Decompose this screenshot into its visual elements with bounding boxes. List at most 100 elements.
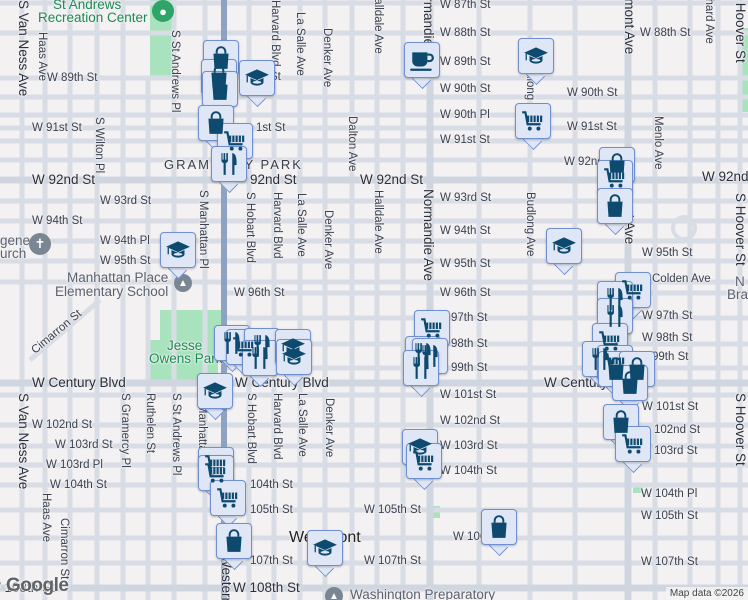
shopping-bag-icon <box>617 370 643 396</box>
marker-school[interactable] <box>546 228 582 276</box>
marker-box <box>198 455 234 491</box>
church-pin-icon[interactable]: ✝ <box>29 233 51 255</box>
street-label: W 96th St <box>234 287 285 299</box>
shopping-cart-icon <box>215 485 241 511</box>
marker-grocery[interactable] <box>615 272 651 320</box>
marker-school[interactable] <box>239 60 275 108</box>
street-label: Denker Ave <box>322 210 334 270</box>
street-label: W 95th St <box>440 258 491 270</box>
marker-box <box>597 281 633 317</box>
street-label: Budlong Ave <box>524 192 536 257</box>
marker-grocery[interactable] <box>597 160 633 208</box>
marker-box <box>403 350 439 386</box>
graduation-cap-icon <box>202 378 228 404</box>
marker-shopping[interactable] <box>598 351 634 399</box>
recreation-center-label: St Andrews <box>53 0 122 12</box>
marker-restaurant[interactable] <box>211 146 247 194</box>
street-label: 97th St <box>451 312 488 324</box>
street-label: Haas Ave <box>36 32 48 82</box>
shopping-bag-icon <box>603 356 629 382</box>
marker-box <box>406 443 442 479</box>
map-attribution[interactable]: Map data ©2026 <box>665 587 748 600</box>
street-label: W 94th St <box>440 225 491 237</box>
street-label: W 104th St <box>440 465 497 477</box>
park-label: Owens Park <box>149 351 223 366</box>
marker-school[interactable] <box>276 339 312 387</box>
marker-shopping[interactable] <box>203 40 239 88</box>
marker-box <box>160 232 196 268</box>
shopping-bag-icon <box>207 76 233 102</box>
marker-grocery[interactable] <box>210 480 246 528</box>
street-label: W 103rd Pl <box>46 459 103 471</box>
street-label: W 97th St <box>642 310 693 322</box>
marker-box <box>515 103 551 139</box>
street-label: Normandie Ave <box>421 189 436 282</box>
street-label: Dalton Ave <box>346 116 358 172</box>
street-label: 104th St <box>250 479 293 491</box>
marker-shopping[interactable] <box>198 105 234 153</box>
graduation-cap-icon <box>551 233 577 259</box>
marker-school[interactable] <box>275 329 311 377</box>
marker-school[interactable] <box>160 232 196 280</box>
marker-shopping[interactable] <box>481 509 517 557</box>
street-label: 105th St <box>250 504 293 516</box>
marker-restaurant[interactable] <box>403 350 439 398</box>
street-label: 103rd St <box>654 445 698 457</box>
marker-box <box>216 523 252 559</box>
marker-cafe[interactable] <box>404 42 440 90</box>
shopping-cart-icon <box>419 315 445 341</box>
street-label: Harvard Blvd <box>271 192 283 259</box>
street-label: W 96th St <box>440 287 491 299</box>
park-pin-icon[interactable]: ● <box>152 0 174 22</box>
marker-school[interactable] <box>197 373 233 421</box>
marker-box <box>239 60 275 96</box>
marker-box <box>242 340 278 376</box>
marker-box <box>203 40 239 76</box>
marker-grocery[interactable] <box>414 310 450 358</box>
marker-grocery[interactable] <box>515 103 551 151</box>
street-label: W 102nd St <box>32 419 93 431</box>
street-label: Haas Ave <box>40 493 52 543</box>
street-label: S Hoover St <box>733 393 748 466</box>
street-label: W 89th St <box>47 72 98 84</box>
street-label: La Salle Ave <box>296 393 308 457</box>
marker-restaurant[interactable] <box>597 298 633 346</box>
street-label: S Wilton Pl <box>93 117 105 174</box>
marker-shopping[interactable] <box>597 188 633 236</box>
marker-box <box>597 160 633 196</box>
school-pin-icon[interactable]: ▲ <box>325 587 343 600</box>
shopping-cart-icon <box>602 165 628 191</box>
marker-school[interactable] <box>518 38 554 86</box>
marker-box <box>211 146 247 182</box>
marker-shopping[interactable] <box>201 59 237 107</box>
street-label: W 92nd St <box>360 172 424 187</box>
marker-grocery[interactable] <box>615 426 651 474</box>
street-label: W 98th St <box>642 332 693 344</box>
recreation-center-label: Recreation Center <box>38 10 148 25</box>
marker-restaurant[interactable] <box>597 281 633 329</box>
street-label: W 94th St <box>32 215 83 227</box>
marker-restaurant[interactable] <box>242 340 278 388</box>
street-label: Denker Ave <box>323 398 335 458</box>
marker-shopping[interactable] <box>216 523 252 571</box>
marker-grocery[interactable] <box>217 123 253 171</box>
marker-grocery[interactable] <box>406 443 442 491</box>
street-label: W 91st St <box>440 134 490 146</box>
street-label: W 95th St <box>100 255 151 267</box>
street-label: W 94th Pl <box>100 235 150 247</box>
marker-box <box>275 329 311 365</box>
street-label: W 92nd <box>564 156 604 168</box>
shopping-cart-icon <box>231 334 257 360</box>
street-label: Halldale Ave <box>372 190 384 254</box>
fork-knife-icon <box>247 345 273 371</box>
marker-grocery[interactable] <box>198 455 234 503</box>
shopping-bag-icon <box>604 152 630 178</box>
marker-shopping[interactable] <box>612 365 648 413</box>
school-label: Manhattan Place <box>67 270 169 285</box>
street-label: W 107th St <box>641 556 698 568</box>
marker-school[interactable] <box>307 530 343 578</box>
street-label: Vermont Ave <box>622 0 637 55</box>
street-label: W 88th St <box>440 27 491 39</box>
street-label: W 105th St <box>641 510 698 522</box>
